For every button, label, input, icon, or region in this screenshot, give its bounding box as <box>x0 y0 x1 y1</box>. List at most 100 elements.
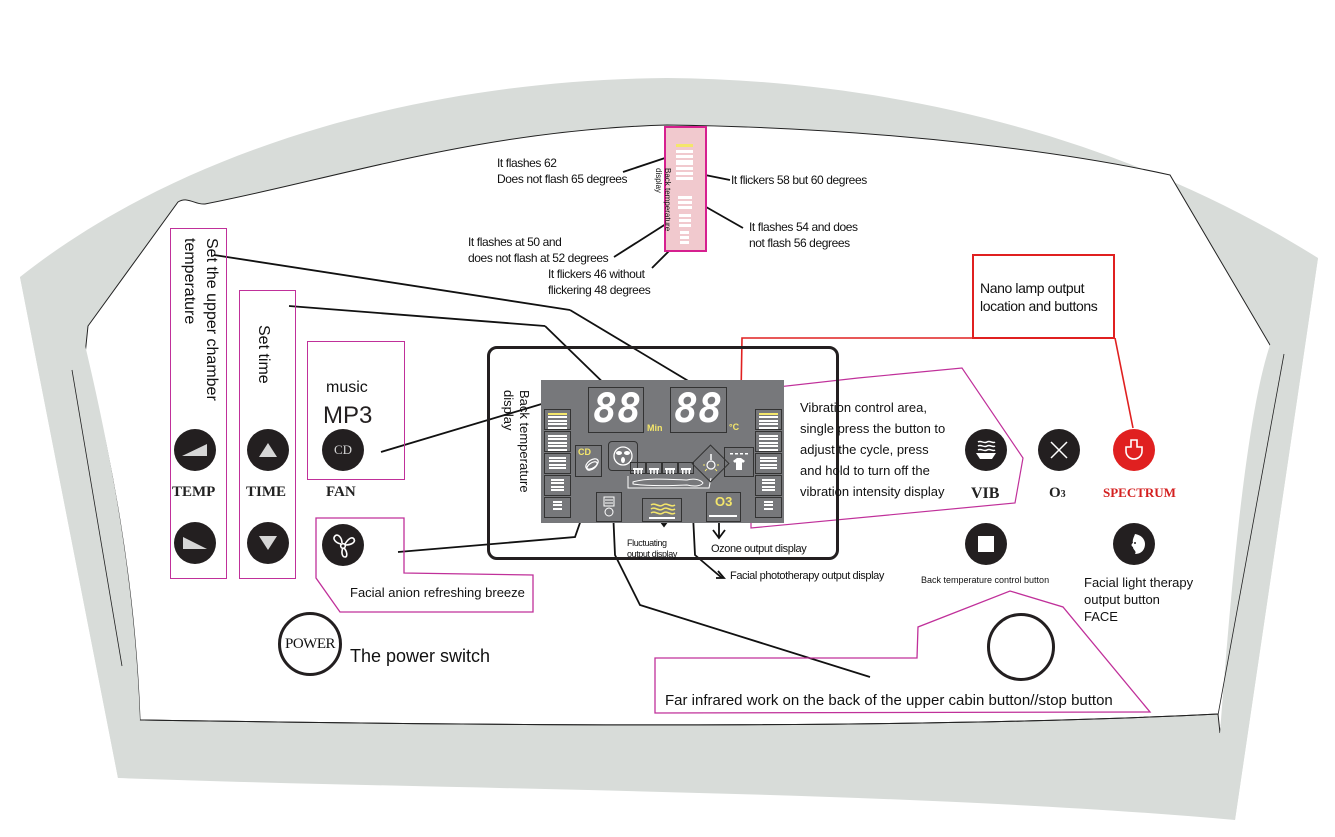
phototherapy-output-label: Facial phototherapy output display <box>730 570 884 582</box>
power-annotation: The power switch <box>350 646 491 666</box>
music-label: music <box>326 379 368 396</box>
far-infrared-stop-button[interactable] <box>987 613 1055 681</box>
level-bar <box>759 416 778 419</box>
power-button[interactable]: POWER <box>278 612 342 676</box>
power-button-label: POWER <box>285 635 336 652</box>
cd-button-label: CD <box>333 442 353 457</box>
level-bar <box>548 441 567 444</box>
level-bar <box>759 419 778 422</box>
level-bar <box>760 460 777 463</box>
time-control-group <box>239 290 296 579</box>
ozone-indicator: O3 <box>715 494 733 509</box>
cd-button[interactable]: CD <box>322 429 364 471</box>
fluctuating-label: Fluctuating output display <box>627 538 677 559</box>
annotation-62-65: It flashes 62 Does not flash 65 degrees <box>497 156 628 186</box>
temp-digits-box <box>670 387 727 433</box>
strip-bar <box>676 155 693 158</box>
mp3-label: MP3 <box>323 402 373 429</box>
level-bar <box>762 482 775 485</box>
level-bar <box>548 445 567 448</box>
time-digits: 88 <box>593 386 642 432</box>
time-up-button[interactable] <box>247 429 289 471</box>
strip-bar <box>678 219 691 222</box>
level-bar <box>759 441 778 444</box>
body-outline-icon <box>627 476 712 489</box>
strip-bar <box>676 160 693 163</box>
temp-up-button[interactable] <box>174 429 216 471</box>
strip-bar <box>676 150 693 153</box>
annotation-54-56: It flashes 54 and does not flash 56 degr… <box>749 220 858 250</box>
strip-bar <box>680 241 689 244</box>
temp-down-button[interactable] <box>174 522 216 564</box>
time-down-button[interactable] <box>247 522 289 564</box>
heater-indicator <box>630 462 646 474</box>
level-bar <box>548 426 567 429</box>
level-bar <box>548 413 567 415</box>
level-cell <box>755 409 782 430</box>
o3-button[interactable] <box>1038 429 1080 471</box>
level-bar <box>759 438 778 441</box>
wave-icon <box>649 503 676 519</box>
level-cell <box>544 497 571 518</box>
ozone-output-label: Ozone output display <box>711 543 807 555</box>
face-button[interactable] <box>1113 523 1155 565</box>
temp-control-group <box>170 228 227 579</box>
level-bar <box>762 489 775 492</box>
level-bar <box>549 460 566 463</box>
strip-bar <box>676 172 693 175</box>
music-control-group <box>307 341 405 480</box>
level-cell <box>755 475 782 496</box>
level-bar <box>553 504 562 507</box>
far-infrared-icon <box>603 496 615 517</box>
x-icon <box>1050 441 1068 459</box>
strip-bar <box>676 177 693 180</box>
annotation-46-48: It flickers 46 without flickering 48 deg… <box>548 267 651 297</box>
back-temp-control-button[interactable] <box>965 523 1007 565</box>
strip-bar <box>677 196 692 199</box>
strip-bar <box>676 162 693 165</box>
level-bar <box>764 501 773 503</box>
ramp-up-icon <box>182 444 207 456</box>
fan-lcd-icon <box>613 446 633 466</box>
temp-digits: 88 <box>674 386 723 432</box>
face-profile-icon <box>1131 534 1145 554</box>
strip-bar <box>677 201 692 204</box>
temp-label: TEMP <box>172 484 216 500</box>
back-temp-strip: Back temperature display <box>654 126 707 252</box>
back-temp-strip-label: Back temperature display <box>654 168 672 232</box>
vib-button[interactable] <box>965 429 1007 471</box>
cd-indicator-box <box>575 445 602 477</box>
annotation-58-60: It flickers 58 but 60 degrees <box>731 173 867 187</box>
ozone-indicator-box <box>706 492 741 522</box>
level-bar <box>551 485 564 488</box>
cd-indicator: CD <box>578 447 591 457</box>
fan-icon <box>333 534 356 558</box>
level-bar <box>764 507 773 510</box>
level-bar <box>759 445 778 448</box>
level-bar <box>762 485 775 488</box>
level-bar <box>553 507 562 510</box>
time-unit: Min <box>647 423 663 433</box>
strip-bar <box>680 236 689 239</box>
vib-label: VIB <box>971 485 1000 502</box>
lcd-display: 88 Min 88 °C CD <box>541 380 784 523</box>
temp-unit: °C <box>729 422 740 432</box>
level-bar <box>549 463 566 466</box>
level-cell <box>544 453 571 474</box>
fan-button[interactable] <box>322 524 364 566</box>
time-label: TIME <box>246 484 287 500</box>
vibration-description: Vibration control area, single press the… <box>800 400 946 499</box>
level-bar <box>759 426 778 429</box>
level-bar <box>551 479 564 481</box>
level-bar <box>548 448 567 451</box>
heater-indicator <box>646 462 662 474</box>
annotation-50-52: It flashes at 50 and does not flash at 5… <box>468 235 609 265</box>
ozone-base-line <box>709 515 737 517</box>
level-bar <box>548 419 567 422</box>
level-bar <box>764 504 773 507</box>
level-cell <box>544 431 571 452</box>
spectrum-button[interactable] <box>1113 429 1155 471</box>
shirt-icon <box>730 453 748 470</box>
face-button-label: Facial light therapy output button FACE <box>1084 575 1194 624</box>
